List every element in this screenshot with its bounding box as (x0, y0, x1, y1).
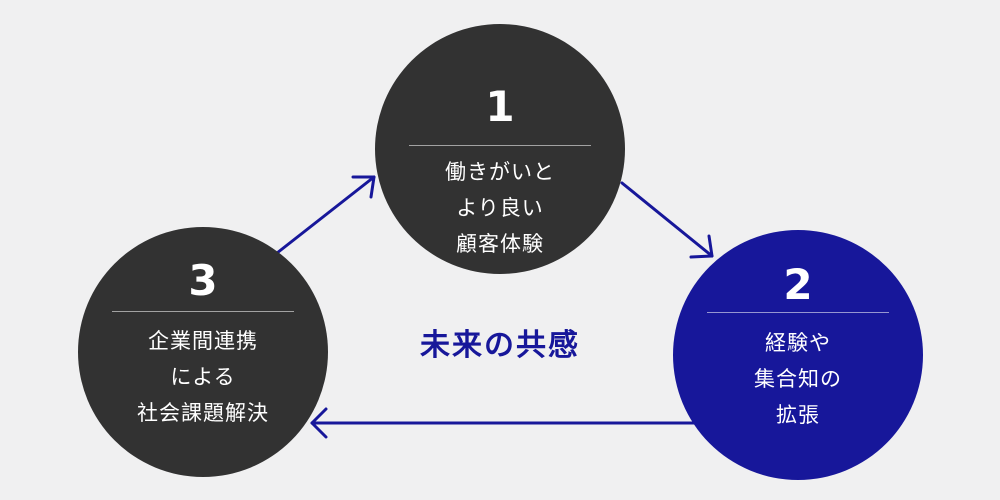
step-2-text: 経験や 集合知の 拡張 (673, 325, 923, 433)
center-label: 未来の共感 (420, 328, 580, 363)
arrow-3-to-1 (275, 175, 376, 255)
step-3-text: 企業間連携 による 社会課題解決 (78, 323, 328, 431)
arrow-1-to-2 (620, 181, 714, 259)
step-1-number: 1 (485, 82, 515, 131)
step-1-divider (409, 145, 591, 146)
step-1-line-1: 働きがいと (445, 160, 555, 184)
step-1-line-3: 顧客体験 (456, 232, 544, 256)
arrow-2-to-3 (310, 407, 700, 439)
step-2-divider (707, 312, 889, 313)
step-2-number: 2 (783, 260, 813, 309)
step-2-line-3: 拡張 (776, 403, 820, 427)
step-3-line-1: 企業間連携 (148, 329, 258, 353)
step-3-line-3: 社会課題解決 (137, 401, 269, 425)
step-3-line-2: による (170, 365, 236, 389)
step-1-circle: 1 働きがいと より良い 顧客体験 (375, 24, 625, 274)
step-2-line-1: 経験や (765, 331, 831, 355)
step-2-line-2: 集合知の (754, 367, 842, 391)
step-1-text: 働きがいと より良い 顧客体験 (375, 154, 625, 262)
step-2-circle: 2 経験や 集合知の 拡張 (673, 230, 923, 480)
step-1-line-2: より良い (456, 196, 544, 220)
step-3-circle: 3 企業間連携 による 社会課題解決 (78, 227, 328, 477)
step-3-number: 3 (188, 256, 218, 305)
step-3-divider (112, 311, 294, 312)
